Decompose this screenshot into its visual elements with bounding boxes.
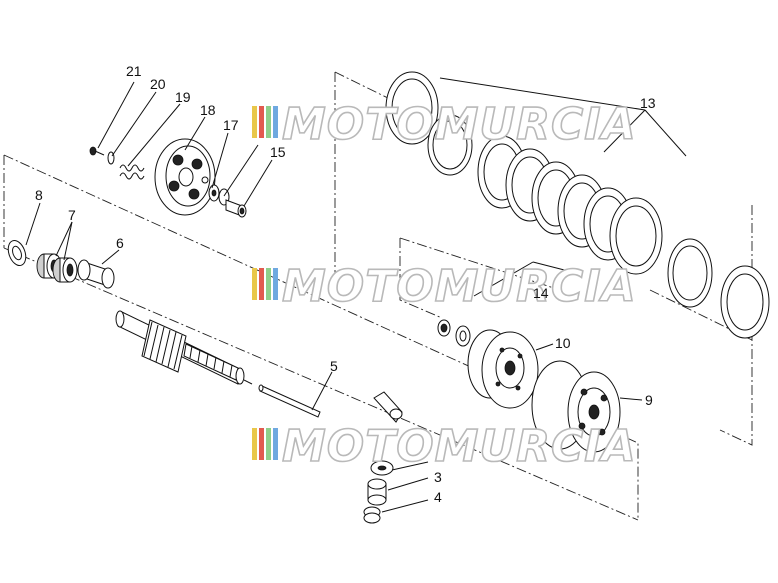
nut-15 <box>225 199 247 218</box>
clutch-plate-13-first <box>385 71 439 145</box>
part-label-9: 9 <box>645 392 653 408</box>
leader-lines <box>25 77 687 513</box>
part-label-19: 19 <box>175 89 191 105</box>
part-label-6: 6 <box>116 235 124 251</box>
washer-3 <box>370 460 394 476</box>
part-labels: 21 20 19 18 17 15 13 14 8 7 6 10 9 5 3 4 <box>35 63 656 505</box>
watermark-text-2: MOTOMURCIA <box>282 261 637 312</box>
washer-8 <box>7 239 27 267</box>
watermark-text-3: MOTOMURCIA <box>282 421 637 472</box>
clutch-plate-stack <box>385 71 770 339</box>
part-label-13: 13 <box>640 95 656 111</box>
bushing-6 <box>77 259 115 289</box>
bolt-21 <box>89 146 105 156</box>
clutch-disc-last <box>667 238 713 308</box>
part-label-18: 18 <box>200 102 216 118</box>
part-label-21: 21 <box>126 63 142 79</box>
pressure-plate-18 <box>154 138 216 216</box>
watermark-logo-2: MOTOMURCIA <box>252 260 637 313</box>
part-label-10: 10 <box>555 335 571 351</box>
release-bracket <box>373 391 403 423</box>
spring-19 <box>119 164 145 180</box>
clutch-basket-9 <box>531 360 621 453</box>
watermark-logo-3: MOTOMURCIA <box>252 420 637 473</box>
part-label-4: 4 <box>434 489 442 505</box>
spacer-4 <box>363 506 381 524</box>
hub-nut <box>437 319 451 337</box>
part-label-7: 7 <box>68 207 76 223</box>
watermark-text-1: MOTOMURCIA <box>282 99 637 150</box>
lock-washer <box>455 325 471 347</box>
needle-bearing-7b <box>52 257 78 283</box>
main-shaft <box>115 310 253 385</box>
part-label-5: 5 <box>330 358 338 374</box>
clutch-plate-13-last <box>720 265 770 339</box>
clutch-hub-10 <box>467 329 539 409</box>
part-label-14: 14 <box>533 285 549 301</box>
part-label-8: 8 <box>35 187 43 203</box>
part-label-15: 15 <box>270 144 286 160</box>
part-label-20: 20 <box>150 76 166 92</box>
part-label-3: 3 <box>434 469 442 485</box>
pushrod <box>258 384 321 418</box>
watermark-logo-1: MOTOMURCIA <box>252 98 637 151</box>
part-label-17: 17 <box>223 117 239 133</box>
clutch-disc-friction <box>427 114 473 176</box>
bushing-3 <box>367 478 387 506</box>
